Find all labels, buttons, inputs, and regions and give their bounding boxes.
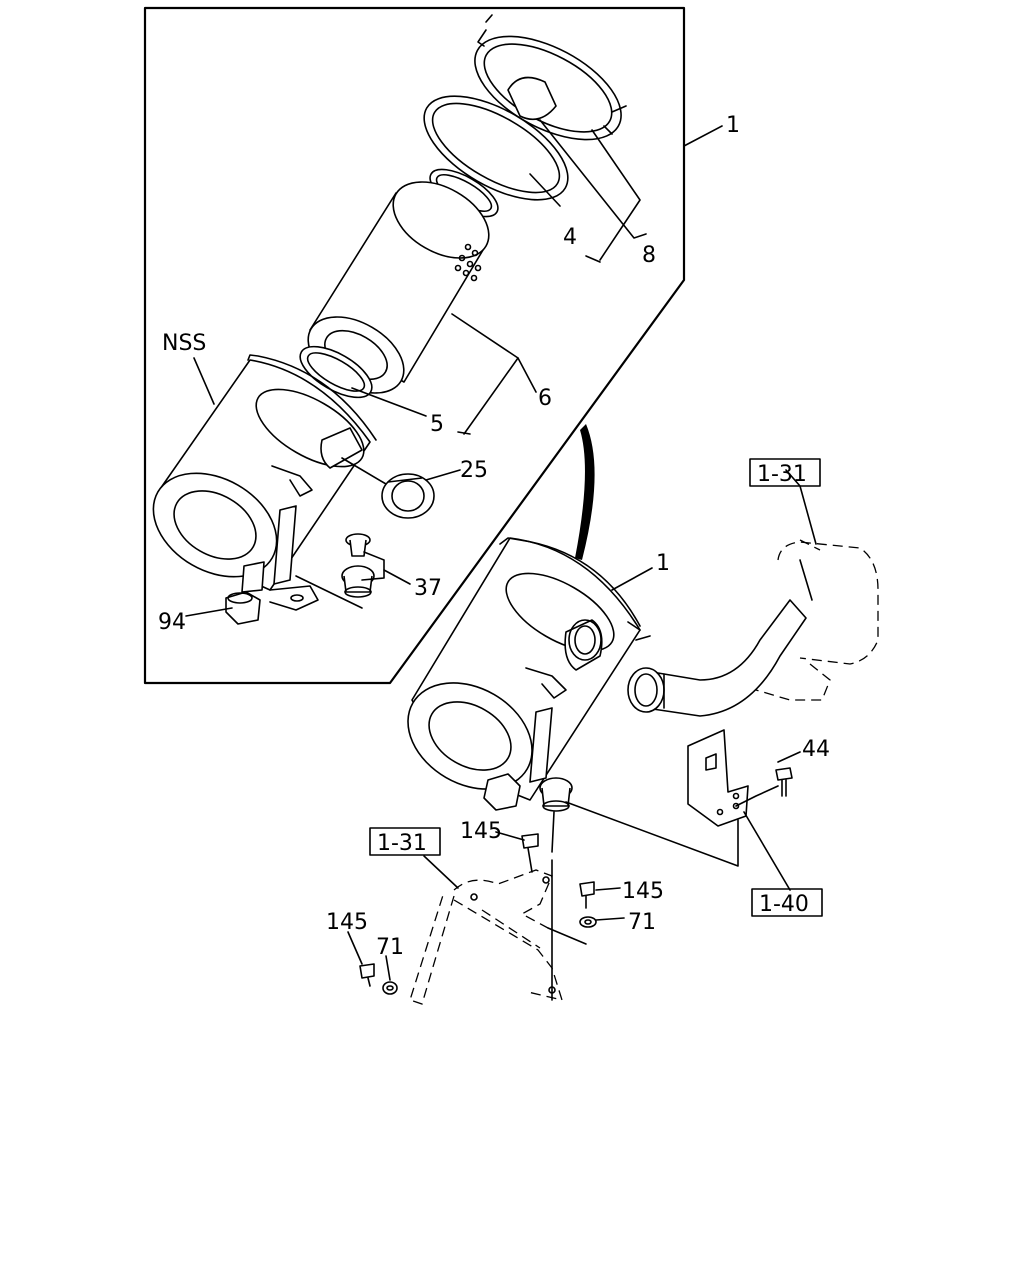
- part-label-37: 37: [414, 576, 442, 601]
- cover-assembly: [474, 14, 627, 141]
- part-label-nss: NSS: [162, 331, 206, 356]
- part-label-5: 5: [430, 412, 444, 437]
- reference-box-right[interactable]: 1-31: [749, 458, 821, 487]
- assembled-air-cleaner: [407, 537, 651, 812]
- gasket-4: [423, 95, 569, 201]
- part-label-145-c: 145: [326, 910, 368, 935]
- housing-nss: [152, 354, 377, 611]
- part-label-145-b: 145: [622, 879, 664, 904]
- reference-box-bracket[interactable]: 1-40: [751, 888, 823, 917]
- mounting-bracket: [409, 869, 563, 1005]
- part-label-4: 4: [563, 225, 577, 250]
- part-94-valve: [225, 591, 261, 625]
- part-label-44: 44: [802, 737, 830, 762]
- part-label-145-a: 145: [460, 819, 502, 844]
- part-label-6: 6: [538, 386, 552, 411]
- reference-label-bracket: 1-40: [759, 892, 809, 917]
- part-37-grommets: [341, 533, 375, 598]
- part-label-1-lower: 1: [656, 551, 670, 576]
- part-label-94: 94: [158, 610, 186, 635]
- intake-hose: [627, 599, 807, 717]
- reference-label-right: 1-31: [757, 462, 807, 487]
- reference-box-left[interactable]: 1-31: [369, 827, 441, 856]
- leader-lines: [185, 119, 817, 1001]
- part-label-1-top: 1: [726, 113, 740, 138]
- part-label-8: 8: [642, 243, 656, 268]
- part-25-ring: [381, 473, 435, 519]
- exploded-view-frame: [143, 6, 686, 685]
- assembly-arrow: [575, 424, 595, 560]
- bolt-44: [775, 767, 793, 797]
- seal-ring-upper: [429, 168, 499, 218]
- seal-ring-5: [299, 345, 373, 399]
- part-label-71-a: 71: [628, 910, 656, 935]
- bracket-1-40: [687, 729, 749, 827]
- reference-label-left: 1-31: [377, 831, 427, 856]
- part-label-71-b: 71: [376, 935, 404, 960]
- part-label-25: 25: [460, 458, 488, 483]
- fasteners: [359, 833, 597, 995]
- intake-duct: [755, 539, 879, 701]
